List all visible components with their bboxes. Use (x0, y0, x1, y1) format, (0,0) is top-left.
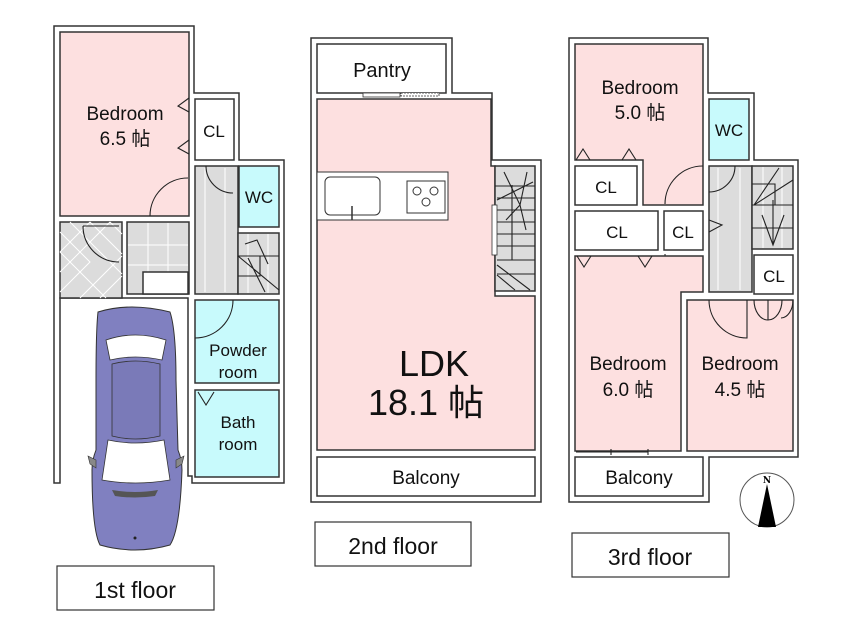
second-floor-balcony-label: Balcony (392, 468, 460, 489)
powder-room-label-2: room (219, 363, 258, 382)
bath-door-icon (197, 391, 215, 407)
second-floor-balcony (316, 456, 536, 497)
third-floor-wc-label: WC (715, 121, 743, 140)
closet-1-label: CL (595, 178, 617, 197)
pantry-label: Pantry (353, 60, 411, 82)
powder-room (194, 299, 280, 384)
pantry-door-icon (362, 92, 401, 98)
bedroom-6-0-size: 6.0 帖 (603, 379, 654, 401)
closet-2-label: CL (606, 223, 628, 242)
closet-label: CL (203, 122, 225, 141)
bedroom-5-0-size: 5.0 帖 (615, 102, 666, 124)
ldk-size: 18.1 帖 (368, 382, 484, 423)
closet-door-icon (176, 139, 190, 155)
third-floor-label: 3rd floor (608, 544, 693, 570)
powder-room-label-1: Powder (209, 341, 267, 360)
bedroom-4-5-label: Bedroom (701, 354, 778, 375)
second-floor-stairs (494, 165, 536, 292)
second-floor: Pantry Balcony LDK 18.1 帖 2nd floor (310, 37, 542, 567)
closet-door-icon (176, 97, 190, 113)
bedroom-6-0-label: Bedroom (589, 354, 666, 375)
third-floor-closet-1 (574, 165, 638, 206)
bedroom-6-0 (574, 255, 704, 452)
bath-room-label-2: room (219, 435, 258, 454)
first-floor-label-box (56, 565, 215, 611)
bedroom-4-5 (686, 299, 794, 452)
bath-room-label-1: Bath (221, 413, 256, 432)
third-floor-closet-2 (574, 210, 659, 251)
car-icon (87, 306, 185, 551)
third-floor-balcony-label: Balcony (605, 468, 673, 489)
third-floor-closet-4 (753, 254, 794, 295)
closet-3-label: CL (672, 223, 694, 242)
first-floor-closet (194, 98, 235, 161)
second-floor-label: 2nd floor (348, 533, 438, 559)
window-icon (576, 449, 649, 455)
bedroom-size: 6.5 帖 (100, 128, 151, 150)
stairs-arrow-icon (496, 171, 534, 291)
stove-icon (406, 180, 446, 214)
bedroom-4-5-size: 4.5 帖 (715, 379, 766, 401)
first-floor: Bedroom 6.5 帖 CL WC Powder room (53, 25, 285, 611)
third-floor-closet-3 (663, 210, 704, 251)
third-floor-wc (708, 98, 750, 161)
door-swing-icon (205, 165, 234, 194)
closet-door-icon (575, 147, 637, 161)
entrance-door-icon (82, 225, 120, 263)
first-floor-hallway (194, 165, 239, 295)
entrance (59, 221, 123, 299)
stairs-arrow-icon (752, 167, 794, 247)
second-floor-label-box (314, 521, 472, 567)
stairs-arrow-icon (237, 239, 280, 293)
shoe-cabinet (142, 271, 189, 295)
closet-door-icon (708, 219, 724, 233)
third-floor-balcony (574, 456, 704, 497)
door-swing-icon (708, 165, 736, 193)
bedroom-5-0 (574, 43, 704, 206)
bedroom-label: Bedroom (86, 104, 163, 125)
closet-door-icon (576, 255, 653, 269)
compass-icon: N (739, 472, 795, 528)
door-swing-icon (708, 299, 748, 339)
first-floor-bedroom (59, 31, 190, 217)
third-floor: Bedroom 5.0 帖 WC CL CL CL CL Bedro (568, 37, 799, 578)
third-floor-hallway (708, 165, 753, 293)
closet-4-label: CL (763, 267, 785, 286)
compass-north-label: N (763, 476, 771, 486)
pantry (316, 43, 447, 94)
door-swing-icon (149, 177, 189, 217)
first-floor-wc (238, 165, 280, 228)
third-floor-label-box (571, 532, 730, 578)
ldk-label: LDK (399, 343, 469, 384)
wc-label: WC (245, 188, 273, 207)
bath-room (194, 389, 280, 478)
first-floor-label: 1st floor (94, 577, 176, 603)
door-swing-icon (664, 165, 704, 205)
bedroom-5-0-label: Bedroom (601, 78, 678, 99)
door-swing-icon (194, 299, 234, 339)
